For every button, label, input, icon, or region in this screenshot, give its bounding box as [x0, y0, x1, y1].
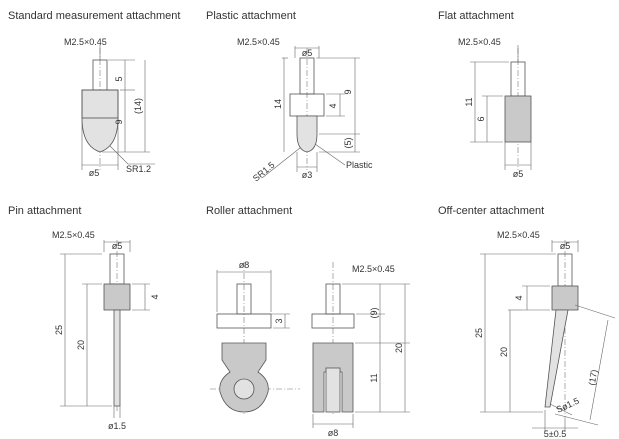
pin-dim-25: 25: [54, 325, 64, 335]
offcenter-dim-25: 25: [474, 328, 484, 338]
standard-dim-9: 9: [114, 119, 124, 124]
pin-dim-4: 4: [150, 294, 160, 299]
flat-body: [504, 95, 532, 143]
pin-attachment: M2.5×0.45 ø5 4 25 20 ø1.5: [52, 230, 160, 431]
standard-thread-label: M2.5×0.45: [64, 37, 107, 47]
roller-dim-20: 20: [394, 343, 404, 353]
pin-dim-20: 20: [76, 340, 86, 350]
pin-thread-label: M2.5×0.45: [52, 230, 95, 240]
roller-front-hole: [233, 378, 255, 400]
plastic-thread-label: M2.5×0.45: [237, 37, 280, 47]
plastic-dim-5: (5): [343, 137, 353, 148]
standard-dim-5: 5: [114, 76, 124, 81]
offcenter-body: [551, 285, 579, 311]
roller-dim-11: 11: [369, 373, 379, 382]
offcenter-arm: [544, 309, 569, 408]
flat-thread-label: M2.5×0.45: [458, 37, 501, 47]
roller-thread-label: M2.5×0.45: [352, 264, 395, 274]
pin-body: [103, 283, 131, 311]
title-plastic: Plastic attachment: [206, 10, 296, 22]
roller-side-body: [312, 342, 354, 413]
title-offcenter: Off-center attachment: [438, 205, 545, 217]
plastic-material-label: Plastic: [346, 160, 373, 170]
offcenter-attachment: M2.5×0.45 ø5 4 25 20 (17) Sø1.5 5±0.5: [474, 230, 616, 439]
pin-needle: [113, 309, 121, 407]
title-standard: Standard measurement attachment: [8, 10, 181, 22]
plastic-dim-4: 4: [328, 103, 338, 108]
roller-dim-9: (9): [369, 307, 379, 318]
roller-front-body: [219, 342, 269, 413]
pin-dia-bottom: ø1.5: [108, 421, 126, 431]
standard-dia-label: ø5: [89, 168, 100, 178]
plastic-dia-tip: ø3: [302, 170, 313, 180]
roller-side-wheel: [325, 367, 341, 413]
pin-thread: [109, 253, 125, 285]
offcenter-dim-17: (17): [587, 369, 600, 387]
title-pin: Pin attachment: [8, 205, 82, 217]
offcenter-dim-4: 4: [514, 295, 524, 300]
plastic-dim-9: 9: [343, 89, 353, 94]
plastic-tip: [296, 115, 318, 153]
roller-side-knurl: [311, 313, 355, 329]
standard-dim-14: (14): [133, 98, 143, 114]
plastic-attachment: M2.5×0.45 ø5 9 14 4 (5) SR1.5 ø3 Plastic: [237, 37, 373, 184]
offcenter-radius-label: Sø1.5: [555, 396, 581, 415]
standard-attachment: M2.5×0.45 5 (14) 9 ø5 SR1.2: [64, 37, 155, 178]
title-flat: Flat attachment: [438, 10, 514, 22]
flat-dim-11: 11: [464, 97, 474, 106]
roller-front-knurl: [216, 313, 272, 329]
title-roller: Roller attachment: [206, 205, 293, 217]
roller-dim-3: 3: [274, 318, 284, 323]
roller-attachment: ø8 3 M2.5×0.45 (9) 20 11 ø8: [210, 260, 410, 438]
offcenter-dia-top: ø5: [560, 241, 571, 251]
offcenter-dim-20: 20: [499, 347, 509, 357]
flat-attachment: M2.5×0.45 11 6 ø5: [458, 37, 532, 179]
flat-dim-6: 6: [476, 116, 486, 121]
plastic-dim-14: 14: [273, 99, 283, 109]
standard-radius-label: SR1.2: [126, 164, 151, 174]
flat-dia-label: ø5: [513, 169, 524, 179]
offcenter-offset-label: 5±0.5: [544, 429, 566, 439]
plastic-radius-label: SR1.5: [251, 160, 277, 184]
offcenter-thread-label: M2.5×0.45: [497, 230, 540, 240]
plastic-dia-top: ø5: [302, 48, 313, 58]
roller-dia-top: ø8: [239, 260, 250, 270]
standard-body: [81, 89, 119, 153]
roller-dia-bottom: ø8: [328, 428, 339, 438]
pin-dia-top: ø5: [112, 241, 123, 251]
